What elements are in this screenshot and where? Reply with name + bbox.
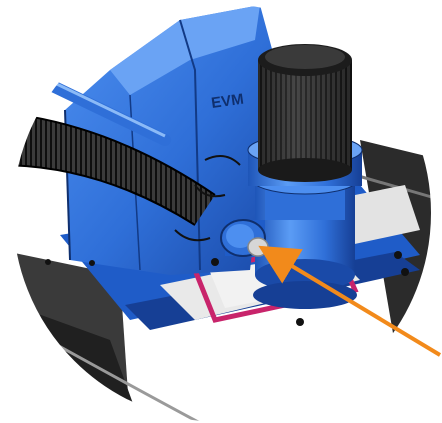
arrow-callout-icon xyxy=(258,245,442,357)
engraved-logo: EVM xyxy=(210,91,245,112)
air-filter xyxy=(258,44,352,182)
outlet-port xyxy=(220,219,269,257)
bolts xyxy=(45,251,409,326)
rotation-arrows-icon xyxy=(174,155,241,242)
blue-rod xyxy=(34,74,171,146)
flex-hose xyxy=(12,114,216,226)
